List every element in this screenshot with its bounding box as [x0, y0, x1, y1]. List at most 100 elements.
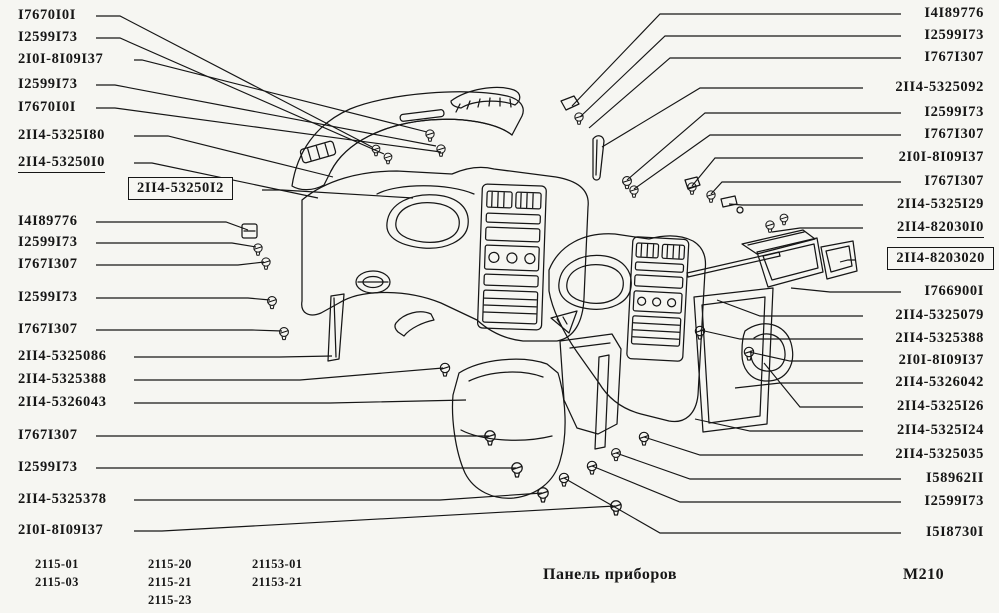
part-number-left-16: I767I307	[18, 427, 78, 443]
leader-line-right-6	[691, 157, 863, 187]
leader-line-left-3	[96, 84, 437, 147]
small-clip-left-shape	[241, 223, 258, 239]
lower-trim-panel-shape	[451, 358, 566, 499]
part-number-right-7: I767I307	[924, 173, 984, 189]
part-number-left-19: 2I0I-8I09I37	[18, 522, 104, 538]
leader-line-right-13	[699, 329, 863, 340]
leader-line-right-19	[615, 452, 901, 480]
leader-line-right-5	[633, 134, 901, 190]
part-number-right-18: 2II4-5325035	[895, 446, 984, 462]
right-dash-panel-shape	[548, 233, 707, 423]
variant-code: 2115-23	[148, 593, 192, 607]
column-stalk-shape	[394, 311, 435, 337]
leader-line-right-8	[728, 203, 863, 206]
part-number-right-16: 2II4-5325I26	[897, 398, 984, 414]
leader-lines-layer	[96, 13, 901, 534]
leader-line-right-11	[790, 287, 901, 293]
leader-line-left-14	[134, 367, 444, 381]
center-stack-shape	[476, 183, 547, 331]
leader-line-left-12	[96, 329, 283, 332]
variant-code: 2115-20	[148, 557, 192, 571]
leader-line-right-9	[771, 227, 863, 233]
leader-line-left-1	[96, 37, 385, 155]
mid-lower-panel-shape	[559, 333, 622, 450]
right-center-stack-shape	[626, 236, 690, 362]
leader-line-left-8	[96, 221, 249, 231]
variant-code: 21153-21	[252, 575, 303, 589]
part-number-right-0: I4I89776	[924, 5, 984, 21]
sheet-code: М210	[903, 566, 945, 583]
part-number-right-21: I5I8730I	[926, 524, 984, 540]
leader-line-right-12	[716, 299, 863, 317]
leader-line-left-10	[96, 261, 265, 266]
part-number-left-2: 2I0I-8I09I37	[18, 51, 104, 67]
leader-line-right-15	[734, 382, 863, 389]
leader-line-right-17	[694, 418, 863, 432]
leader-line-right-0	[571, 13, 901, 107]
variant-code: 2115-21	[148, 575, 192, 589]
part-number-right-9: 2II4-82030I0	[897, 218, 984, 238]
leader-line-left-9	[96, 242, 257, 248]
pillar-rod-shape	[592, 135, 605, 181]
part-number-left-5: 2II4-5325I80	[18, 127, 105, 143]
small-clip-top-right-shape	[560, 95, 580, 111]
leader-line-right-18	[643, 436, 863, 456]
part-number-right-4: I2599I73	[924, 104, 984, 120]
main-dash-panel-shape	[301, 166, 589, 342]
glovebox-assembly-shape	[741, 213, 824, 288]
part-number-left-4: I7670I0I	[18, 99, 76, 115]
leader-line-right-21	[563, 477, 901, 534]
part-number-right-17: 2II4-5325I24	[897, 422, 984, 438]
leader-line-left-4	[96, 107, 442, 153]
leader-line-right-14	[748, 351, 863, 362]
end-cap-shape	[741, 323, 794, 382]
support-strut-shape	[327, 293, 345, 362]
part-number-right-8: 2II4-5325I29	[897, 196, 984, 212]
part-number-right-12: 2II4-5325079	[895, 307, 984, 323]
variant-code: 21153-01	[252, 557, 303, 571]
leader-line-right-7	[710, 181, 901, 195]
part-number-left-18: 2II4-5325378	[18, 491, 107, 507]
side-panel-shape	[693, 287, 774, 433]
part-number-right-13: 2II4-5325388	[895, 330, 984, 346]
leader-line-right-10	[839, 259, 855, 263]
leader-line-right-4	[626, 112, 901, 181]
part-number-right-1: I2599I73	[924, 27, 984, 43]
part-number-left-12: I767I307	[18, 321, 78, 337]
part-number-left-17: I2599I73	[18, 459, 78, 475]
part-number-left-1: I2599I73	[18, 29, 78, 45]
screw-fasteners	[253, 112, 755, 516]
part-number-left-8: I4I89776	[18, 213, 78, 229]
leader-line-left-18	[134, 492, 543, 501]
dash-top-pad-shape	[291, 91, 524, 191]
leader-line-left-15	[134, 399, 467, 404]
part-number-left-3: I2599I73	[18, 76, 78, 92]
leader-line-right-1	[579, 35, 901, 118]
part-number-right-10: 2II4-8203020	[887, 247, 994, 270]
ashtray-bin-shape	[820, 240, 858, 280]
sheet-title: Панель приборов	[543, 566, 677, 583]
leader-line-left-13	[134, 355, 333, 358]
leader-line-left-6	[134, 162, 319, 199]
variant-code: 2115-01	[35, 557, 79, 571]
part-number-right-2: I767I307	[924, 49, 984, 65]
part-number-left-11: I2599I73	[18, 289, 78, 305]
part-number-left-9: I2599I73	[18, 234, 78, 250]
part-number-left-15: 2II4-5326043	[18, 394, 107, 410]
part-number-left-10: I767I307	[18, 256, 78, 272]
dash-top-cap-shape	[450, 86, 521, 113]
variant-column-1: 2115-20 2115-21 2115-23	[148, 555, 192, 609]
part-number-right-19: I58962II	[926, 470, 984, 486]
drawing-parts-layer	[241, 86, 858, 516]
variant-column-2: 21153-01 21153-21	[252, 555, 302, 591]
leader-line-right-2	[588, 57, 901, 129]
part-number-left-13: 2II4-5325086	[18, 348, 107, 364]
leader-line-left-7	[262, 189, 414, 199]
leader-line-right-16	[763, 362, 863, 408]
triangle-bracket-shape	[550, 310, 578, 334]
leader-line-left-2	[134, 59, 428, 133]
bracket-shapes	[684, 176, 744, 214]
leader-line-left-11	[96, 297, 271, 301]
